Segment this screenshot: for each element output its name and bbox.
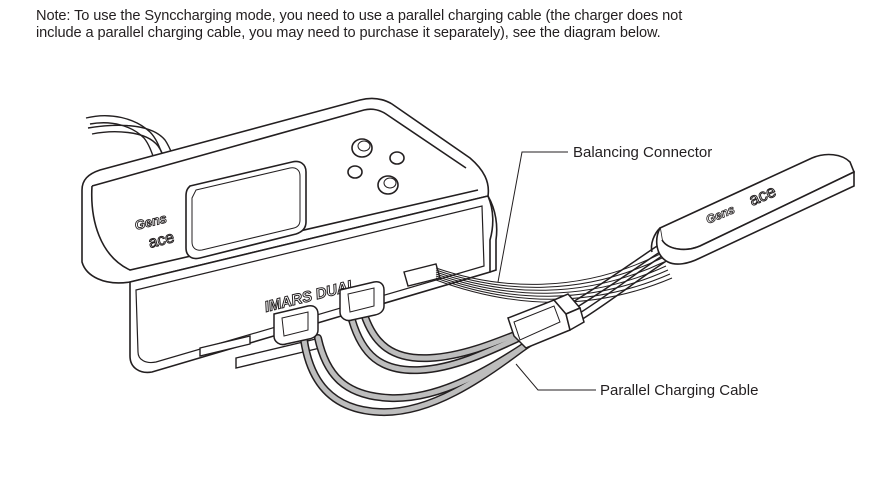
- balancing-connector-label: Balancing Connector: [573, 144, 712, 161]
- parallel-cable-leader: [515, 363, 596, 391]
- balancing-connector-leader: [497, 151, 568, 283]
- callout-leaders: [497, 151, 596, 391]
- charger-screen: [185, 160, 307, 260]
- charger-logo-sub: ace: [147, 229, 176, 252]
- note-line-1: Note: To use the Synccharging mode, you …: [36, 8, 683, 24]
- note-line-2: include a parallel charging cable, you m…: [36, 25, 661, 41]
- charger-front-slots: [199, 263, 441, 369]
- balance-wires: [435, 253, 673, 303]
- button-right-icon: [389, 151, 405, 165]
- button-left-icon: [347, 165, 363, 179]
- parallel-cable-label: Parallel Charging Cable: [600, 382, 758, 399]
- xt-parallel-connector: [507, 293, 585, 349]
- battery-pack: [650, 153, 856, 265]
- note-text: Note: To use the Synccharging mode, you …: [36, 8, 866, 42]
- charger-output-connectors: [273, 281, 385, 346]
- charger-buttons: [347, 138, 405, 195]
- button-top-icon: [351, 138, 373, 158]
- button-bottom-icon: [377, 175, 399, 195]
